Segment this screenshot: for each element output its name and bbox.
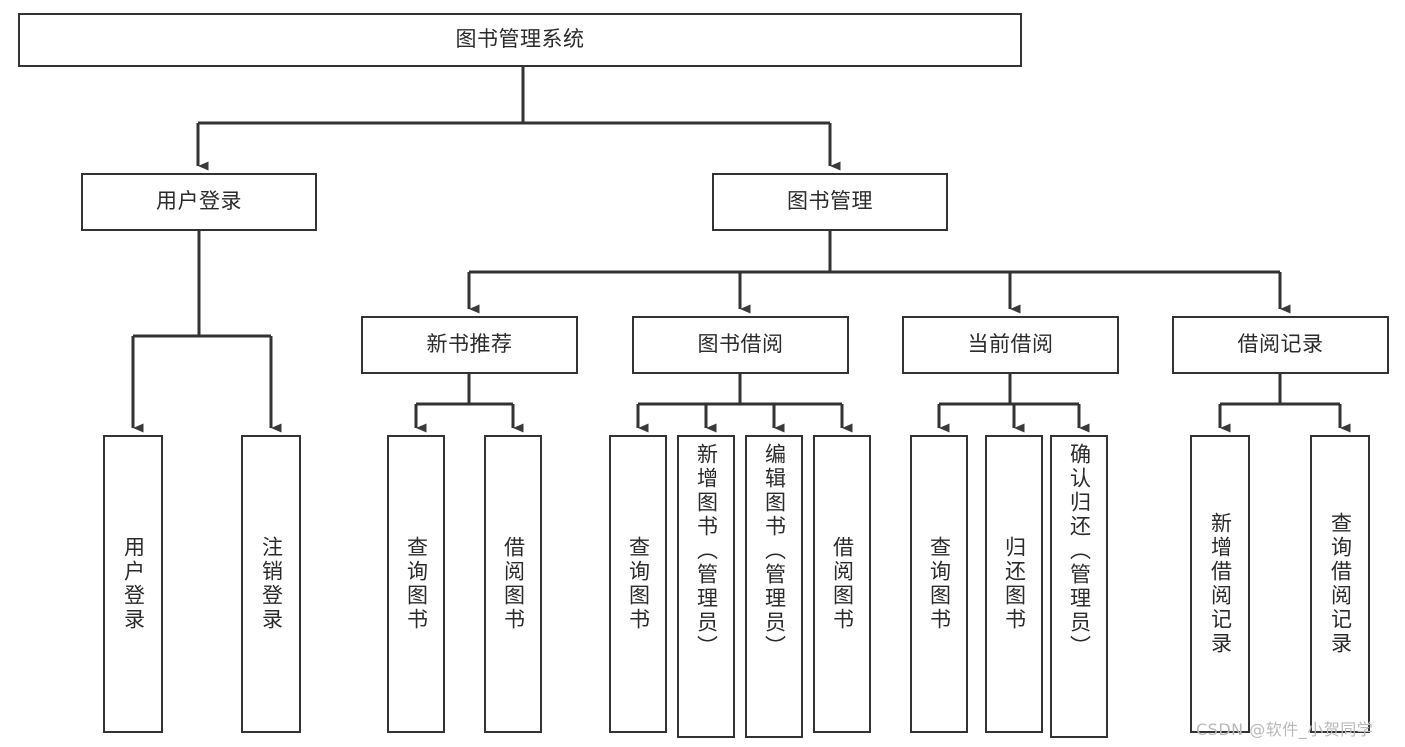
node-leaf-query-book-3-label: 查询图书 bbox=[927, 536, 952, 632]
node-leaf-add-record[interactable]: 新增借阅记录 bbox=[1190, 435, 1250, 733]
node-leaf-return-book-label: 归还图书 bbox=[1002, 536, 1027, 632]
node-user-login-label: 用户登录 bbox=[156, 189, 242, 214]
node-leaf-edit-book-label: 编辑图书（管理员） bbox=[762, 443, 787, 659]
node-leaf-confirm-return-label: 确认归还（管理员） bbox=[1067, 443, 1092, 659]
node-root[interactable]: 图书管理系统 bbox=[18, 13, 1022, 67]
node-leaf-query-record[interactable]: 查询借阅记录 bbox=[1310, 435, 1370, 733]
node-book-manage-label: 图书管理 bbox=[787, 189, 873, 214]
node-book-borrow[interactable]: 图书借阅 bbox=[632, 316, 849, 374]
node-current-borrow-label: 当前借阅 bbox=[967, 332, 1054, 357]
node-borrow-record-label: 借阅记录 bbox=[1237, 332, 1324, 357]
node-leaf-user-login-label: 用户登录 bbox=[121, 536, 146, 632]
node-leaf-query-book-2[interactable]: 查询图书 bbox=[609, 435, 667, 733]
node-new-book-rec[interactable]: 新书推荐 bbox=[361, 316, 578, 374]
node-leaf-query-book-3[interactable]: 查询图书 bbox=[910, 435, 968, 733]
node-leaf-logout-label: 注销登录 bbox=[259, 536, 284, 632]
node-leaf-query-record-label: 查询借阅记录 bbox=[1328, 512, 1353, 656]
node-book-manage[interactable]: 图书管理 bbox=[712, 173, 948, 231]
node-leaf-edit-book[interactable]: 编辑图书（管理员） bbox=[745, 435, 803, 738]
node-borrow-record[interactable]: 借阅记录 bbox=[1172, 316, 1389, 374]
node-new-book-rec-label: 新书推荐 bbox=[426, 332, 513, 357]
node-leaf-logout[interactable]: 注销登录 bbox=[241, 435, 301, 733]
csdn-watermark: CSDN @软件_小贺同学 bbox=[1196, 720, 1374, 739]
node-leaf-add-book[interactable]: 新增图书（管理员） bbox=[677, 435, 735, 738]
node-leaf-add-book-label: 新增图书（管理员） bbox=[694, 443, 719, 659]
node-leaf-borrow-book-2[interactable]: 借阅图书 bbox=[813, 435, 871, 733]
node-leaf-borrow-book-1[interactable]: 借阅图书 bbox=[484, 435, 542, 733]
node-book-borrow-label: 图书借阅 bbox=[697, 332, 784, 357]
node-leaf-borrow-book-2-label: 借阅图书 bbox=[830, 536, 855, 632]
node-leaf-query-book-2-label: 查询图书 bbox=[626, 536, 651, 632]
node-leaf-query-book-1[interactable]: 查询图书 bbox=[387, 435, 445, 733]
node-current-borrow[interactable]: 当前借阅 bbox=[902, 316, 1119, 374]
node-leaf-user-login[interactable]: 用户登录 bbox=[103, 435, 163, 733]
node-root-label: 图书管理系统 bbox=[455, 27, 585, 52]
node-leaf-confirm-return[interactable]: 确认归还（管理员） bbox=[1050, 435, 1108, 738]
node-leaf-query-book-1-label: 查询图书 bbox=[404, 536, 429, 632]
node-user-login[interactable]: 用户登录 bbox=[81, 173, 317, 231]
node-leaf-borrow-book-1-label: 借阅图书 bbox=[501, 536, 526, 632]
node-leaf-add-record-label: 新增借阅记录 bbox=[1208, 512, 1233, 656]
node-leaf-return-book[interactable]: 归还图书 bbox=[985, 435, 1043, 733]
